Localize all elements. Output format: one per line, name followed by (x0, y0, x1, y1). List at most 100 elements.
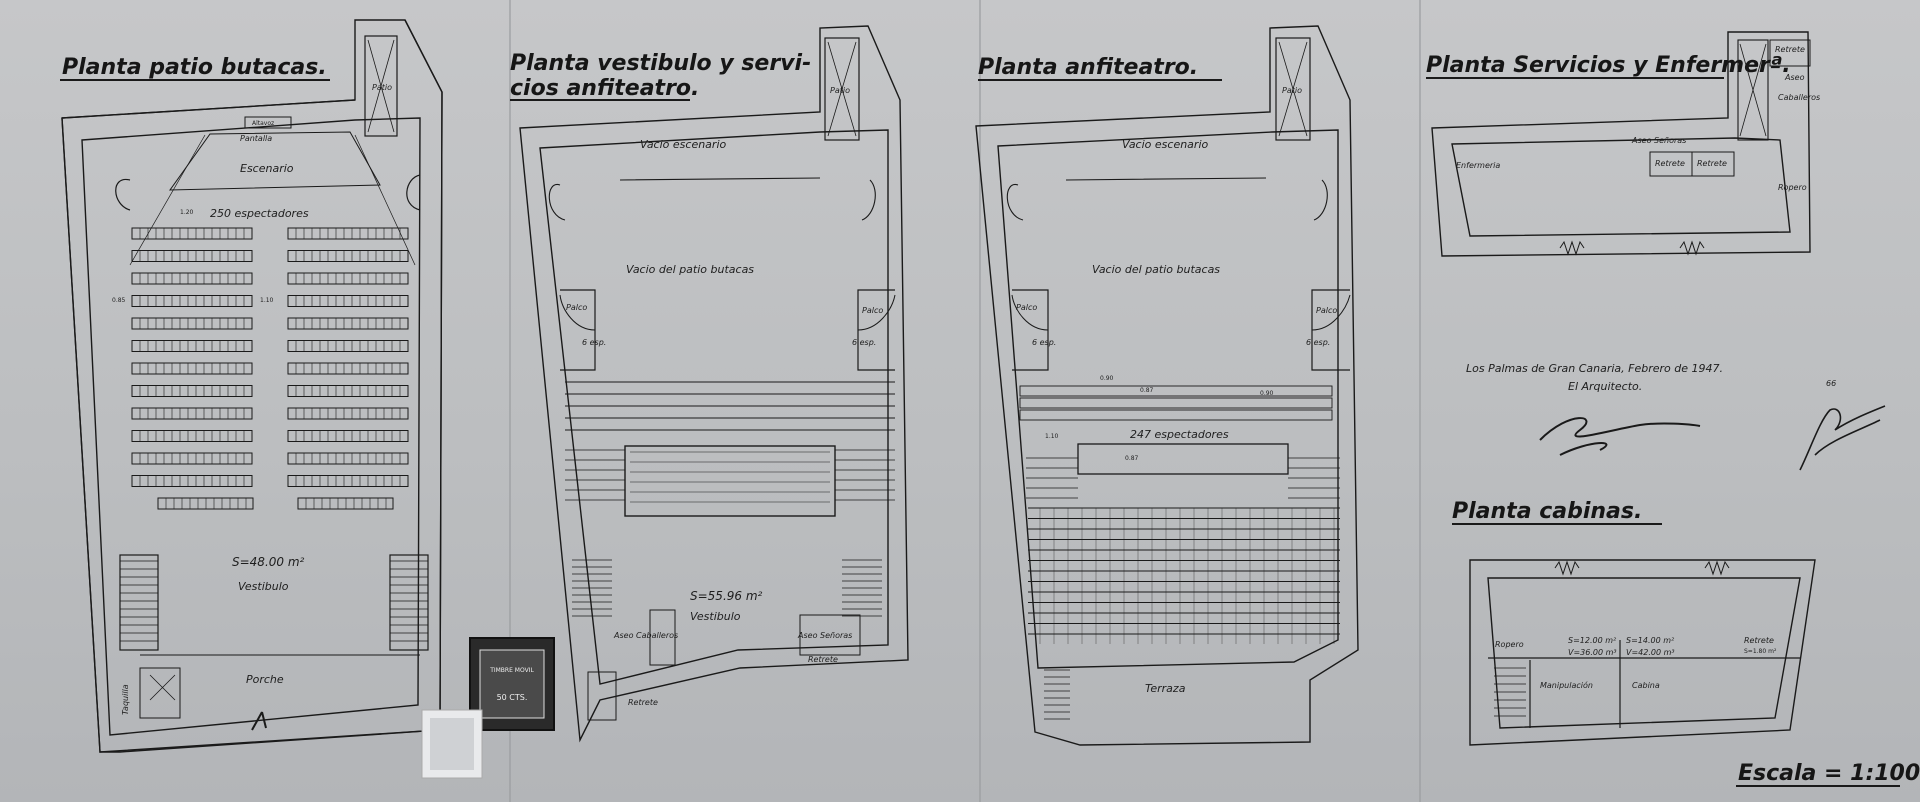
second-signature (1799, 405, 1886, 471)
seat-row (1019, 385, 1333, 397)
taquilla-label: Taquilla (121, 684, 130, 715)
seat-row (287, 250, 409, 262)
plan-title: Planta anfiteatro. (978, 55, 1198, 80)
dim-label-c: 0.85 (112, 297, 126, 304)
seat-row (131, 295, 253, 307)
dim-label-f: 1.10 (1045, 433, 1059, 440)
seat-row (1019, 409, 1333, 421)
stamp-line1: TIMBRE MOVIL (489, 667, 534, 674)
seat-row (131, 250, 253, 262)
porche-label: Porche (246, 673, 284, 686)
seat-row (287, 452, 409, 465)
architect-role: El Arquitecto. (1568, 380, 1642, 393)
palco-left-cap: 6 esp. (582, 338, 606, 347)
palco-left-label: Palco (1016, 303, 1037, 312)
seat-row (131, 317, 253, 330)
seat-row (131, 407, 253, 420)
aseo-senoras-label: Aseo Señoras (797, 631, 852, 640)
signature-block: Los Palmas de Gran Canaria, Febrero de 1… (1466, 362, 1886, 471)
retrete-label: Retrete (1775, 45, 1805, 54)
volume-v2: V=42.00 m³ (1626, 648, 1675, 657)
vestibulo-label: Vestibulo (690, 610, 741, 623)
palco-right-label: Palco (862, 306, 883, 315)
vestibulo-stairs (572, 559, 882, 617)
plan-anfiteatro: Planta anfiteatro. Patio Vacio escenario… (975, 25, 1359, 746)
vacio-escenario-label: Vacio escenario (640, 138, 726, 151)
enfermeria-label: Enfermeria (1456, 161, 1500, 170)
caballeros-label: Caballeros (1778, 93, 1820, 102)
architect-signature (1539, 417, 1701, 456)
vestibulo-step-rows (565, 381, 895, 503)
dim-label-a: 1.20 (180, 209, 194, 216)
seat-row (1019, 397, 1333, 409)
vacio-patio-label: Vacio del patio butacas (626, 263, 754, 276)
palco-right-cap: 6 esp. (1306, 338, 1330, 347)
volume-v1: V=36.00 m³ (1568, 648, 1617, 657)
anfiteatro-seat-rows (1019, 385, 1340, 644)
plan-cabinas: Planta cabinas. Ropero S=12.00 m² V=36.0… (1452, 499, 1816, 746)
patio-label: Patio (372, 83, 392, 92)
aseo-caballeros-label: Aseo Caballeros (613, 631, 678, 640)
plan-servicios: Planta Servicios y Enfermerª. Retrete As… (1426, 31, 1820, 257)
seat-row (287, 317, 409, 330)
pantalla-label: Pantalla (240, 134, 272, 143)
patio-seat-rows (131, 227, 409, 510)
palco-right-label: Palco (1316, 306, 1337, 315)
espectadores-label: 247 espectadores (1130, 428, 1229, 441)
dim-label-b: 1.10 (260, 297, 274, 304)
patio-label: Patio (1282, 86, 1302, 95)
espectadores-label: 250 espectadores (210, 207, 309, 220)
vestibulo-label: Vestibulo (238, 580, 289, 593)
area-label: S=48.00 m² (232, 555, 305, 569)
altavoz-label: Altavoz (252, 120, 274, 127)
retrete-right-label: Retrete (808, 655, 838, 664)
dim-label-e: 0.87 (1140, 387, 1154, 394)
palco-right-cap: 6 esp. (852, 338, 876, 347)
seat-row (131, 362, 253, 375)
terraza-label: Terraza (1145, 682, 1186, 695)
patio-stairs (120, 560, 428, 642)
plan-title-line2: cios anfiteatro. (510, 76, 699, 101)
anfiteatro-stairs (1044, 669, 1070, 720)
seat-row (131, 452, 253, 465)
seat-row (131, 340, 253, 352)
retrete-label: Retrete (1744, 636, 1774, 645)
area-s2: S=14.00 m² (1626, 636, 1675, 645)
seat-row (287, 272, 409, 285)
aseo-senoras-label: Aseo Señoras (1631, 136, 1686, 145)
seat-row (131, 272, 253, 285)
palco-left-label: Palco (566, 303, 587, 312)
scale-label: Escala = 1:100 (1738, 761, 1920, 786)
area-label: S=55.96 m² (690, 589, 763, 603)
page-number: 66 (1826, 379, 1836, 388)
seat-row (287, 340, 409, 352)
manipulacion-label: Manipulación (1540, 680, 1593, 690)
retrete-a-label: Retrete (1655, 159, 1685, 168)
patio-label: Patio (830, 86, 850, 95)
dim-label-h: 0.90 (1260, 390, 1274, 397)
seat-row (157, 497, 254, 510)
seat-row (131, 475, 253, 487)
plan-title: Planta Servicios y Enfermerª. (1426, 53, 1791, 78)
area-s1: S=12.00 m² (1568, 636, 1617, 645)
seat-row (287, 295, 409, 307)
revenue-stamp: TIMBRE MOVIL 50 CTS. (421, 637, 555, 779)
plan-title: Planta patio butacas. (62, 55, 327, 80)
retrete-left-label: Retrete (628, 698, 658, 707)
seat-row (131, 430, 253, 442)
seat-row (287, 362, 409, 375)
cabinas-stairs (1494, 667, 1526, 717)
aseo-label: Aseo (1784, 73, 1805, 82)
vacio-escenario-label: Vacio escenario (1122, 138, 1208, 151)
retrete-area: S=1.80 m² (1744, 648, 1777, 655)
escenario-label: Escenario (240, 162, 294, 175)
cabina-label: Cabina (1632, 681, 1660, 690)
plan-title: Planta cabinas. (1452, 499, 1642, 524)
palco-left-cap: 6 esp. (1032, 338, 1056, 347)
seat-row (287, 385, 409, 397)
seat-row (131, 227, 253, 240)
stamp-line2: 50 CTS. (497, 693, 528, 702)
vacio-patio-label: Vacio del patio butacas (1092, 263, 1220, 276)
